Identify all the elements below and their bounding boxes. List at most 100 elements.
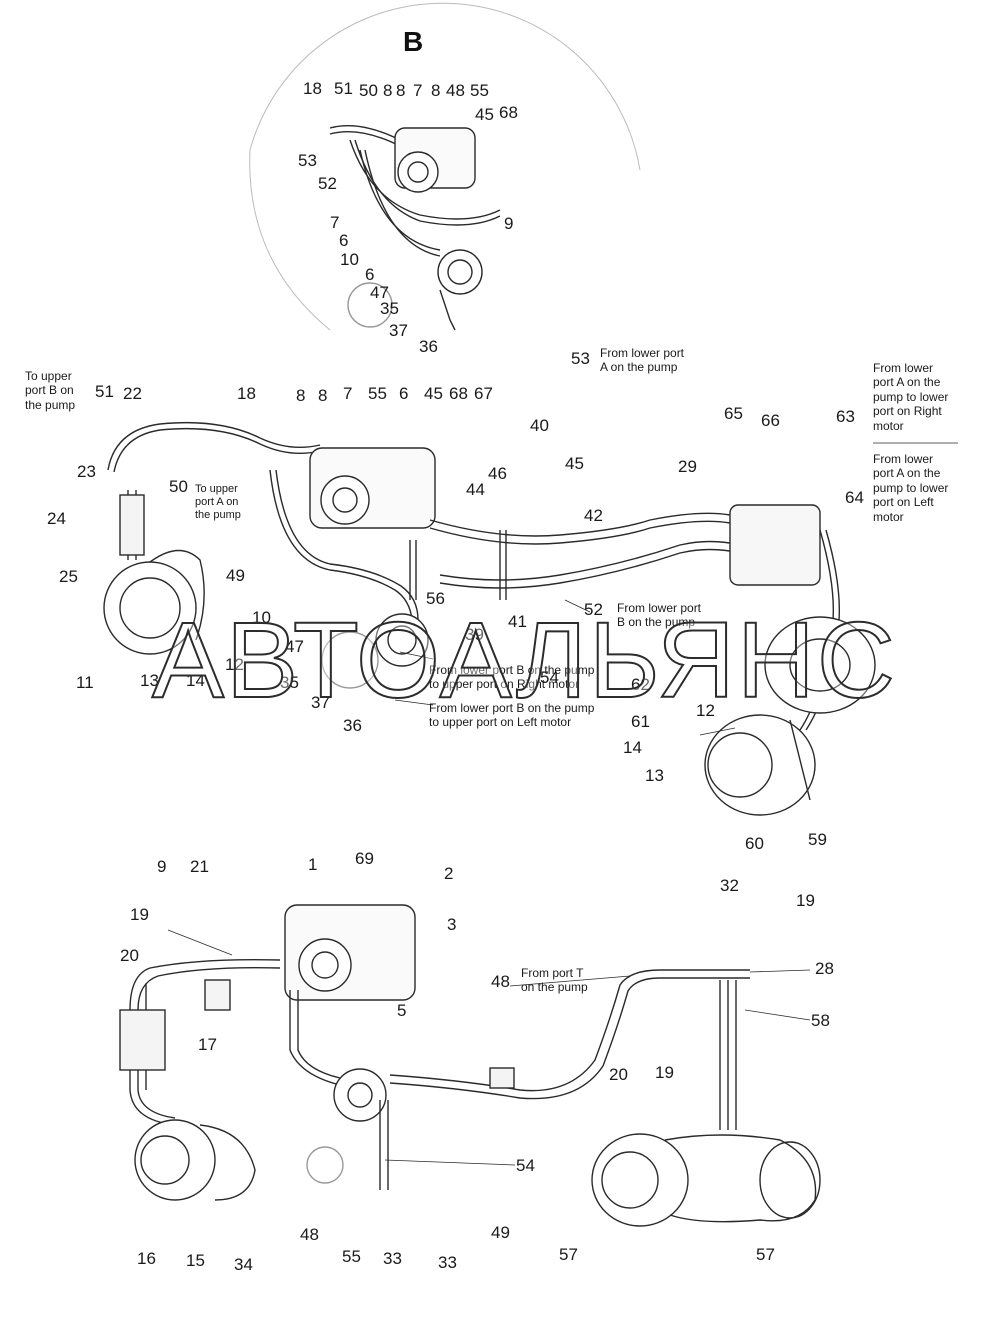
callout: 52 [584, 600, 603, 619]
callout: 20 [609, 1065, 628, 1084]
callout: 10 [252, 608, 271, 627]
callout: 52 [318, 174, 337, 193]
callout: 13 [645, 766, 664, 785]
callout: 8 [396, 81, 406, 100]
callout: 53 [298, 151, 317, 170]
callout: 53 [571, 349, 590, 368]
callout: 55 [368, 384, 387, 403]
callout: 19 [655, 1063, 674, 1082]
callout: 45 [475, 105, 494, 124]
callout: 37 [389, 321, 408, 340]
callout: 67 [474, 384, 493, 403]
note-lower-port-b: From lower port B on the pump [617, 601, 702, 630]
callout: 12 [696, 701, 715, 720]
callout: 12 [225, 655, 244, 674]
callout: 48 [300, 1225, 319, 1244]
callout: 14 [186, 671, 205, 690]
note-right-motor-lower: From lower port A on the pump to lower p… [873, 361, 949, 433]
note-right-motor-upper: From lower port B on the pump to upper p… [429, 663, 595, 692]
callout: 6 [365, 265, 375, 284]
callout: 50 [359, 81, 378, 100]
callout: 48 [446, 81, 465, 100]
callout: 65 [724, 404, 743, 423]
callout: 36 [343, 716, 362, 735]
callout: 5 [397, 1001, 407, 1020]
callout: 40 [530, 416, 549, 435]
callout: 58 [811, 1011, 830, 1030]
callout: 42 [584, 506, 603, 525]
note-port-t: From port T on the pump [521, 966, 588, 995]
middle-assembly [103, 421, 876, 816]
callout: 39 [465, 625, 484, 644]
callout: 1 [308, 855, 318, 874]
callout: 45 [424, 384, 443, 403]
callout: 33 [438, 1253, 457, 1272]
callout: 54 [540, 668, 559, 687]
callout: 35 [280, 673, 299, 692]
callout: 14 [623, 738, 642, 757]
bottom-assembly [119, 904, 821, 1227]
callout: 19 [130, 905, 149, 924]
callout: 54 [516, 1156, 535, 1175]
callout: 21 [190, 857, 209, 876]
callout: 57 [756, 1245, 775, 1264]
callout: 22 [123, 384, 142, 403]
callout: 10 [340, 250, 359, 269]
callout: 50 [169, 477, 188, 496]
callout: 63 [836, 407, 855, 426]
callout: 33 [383, 1249, 402, 1268]
callout: 8 [296, 386, 306, 405]
note-lower-port-a: From lower port A on the pump [600, 346, 685, 375]
callout: 37 [311, 693, 330, 712]
note-left-motor-upper: From lower port B on the pump to upper p… [429, 701, 595, 730]
callout: 47 [285, 637, 304, 656]
callout: 32 [720, 876, 739, 895]
callout: 20 [120, 946, 139, 965]
section-letter: B [403, 26, 424, 57]
callout: 59 [808, 830, 827, 849]
callout: 34 [234, 1255, 253, 1274]
callout: 57 [559, 1245, 578, 1264]
note-left-motor-lower: From lower port A on the pump to lower p… [873, 452, 949, 524]
callout: 8 [383, 81, 393, 100]
leader-lines [167, 442, 958, 1166]
callout: 6 [399, 384, 409, 403]
callout: 46 [488, 464, 507, 483]
callout: 15 [186, 1251, 205, 1270]
callout: 47 [370, 283, 389, 302]
note-upper-port-b: To upper port B on the pump [25, 369, 76, 412]
callout: 60 [745, 834, 764, 853]
callout: 24 [47, 509, 66, 528]
callout: 7 [343, 384, 353, 403]
callout: 28 [815, 959, 834, 978]
callout: 64 [845, 488, 864, 507]
callout: 56 [426, 589, 445, 608]
callout: 49 [226, 566, 245, 585]
note-upper-port-a: To upper port A on the pump [195, 483, 241, 522]
callout: 66 [761, 411, 780, 430]
callout: 7 [330, 213, 340, 232]
callout: 68 [449, 384, 468, 403]
callout: 69 [355, 849, 374, 868]
callout: 8 [431, 81, 441, 100]
callout: 49 [491, 1223, 510, 1242]
callout: 6 [339, 231, 349, 250]
callout: 25 [59, 567, 78, 586]
callout: 44 [466, 480, 485, 499]
callout: 13 [140, 671, 159, 690]
callout: 16 [137, 1249, 156, 1268]
callout: 2 [444, 864, 454, 883]
callout: 51 [95, 382, 114, 401]
callout: 23 [77, 462, 96, 481]
callout: 3 [447, 915, 457, 934]
callout: 48 [491, 972, 510, 991]
callout: 61 [631, 712, 650, 731]
callout: 9 [157, 857, 167, 876]
callout: 29 [678, 457, 697, 476]
detail-view-b [249, 2, 641, 331]
callout: 68 [499, 103, 518, 122]
callout: 51 [334, 79, 353, 98]
callout: 19 [796, 891, 815, 910]
callout: 35 [380, 299, 399, 318]
